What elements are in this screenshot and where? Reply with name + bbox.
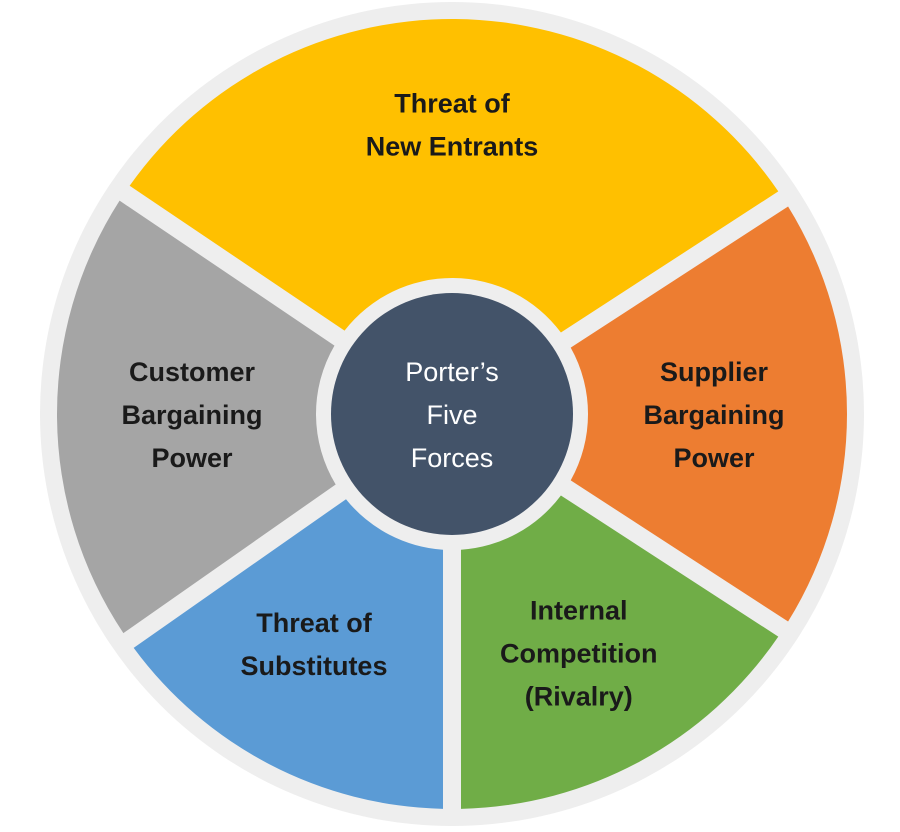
segment-new-entrants <box>129 19 779 333</box>
label-substitutes: Threat of Substitutes <box>240 608 387 681</box>
segment-supplier-power <box>570 206 848 622</box>
center-label-line: Porter’s <box>405 357 499 387</box>
label-supplier-power-line: Bargaining <box>643 400 784 430</box>
center-label-line: Five <box>426 400 477 430</box>
label-customer-power-line: Bargaining <box>121 400 262 430</box>
segment-customer-power <box>57 200 336 634</box>
segment-substitutes <box>133 499 444 809</box>
label-internal-competition-line: Internal <box>530 595 628 625</box>
label-supplier-power-line: Supplier <box>660 357 769 387</box>
center-label-line: Forces <box>411 443 494 473</box>
label-customer-power-line: Customer <box>129 357 256 387</box>
label-new-entrants: Threat of New Entrants <box>366 89 539 162</box>
label-substitutes-line: Threat of <box>256 608 373 638</box>
label-customer-power-line: Power <box>151 443 233 473</box>
label-supplier-power-line: Power <box>673 443 755 473</box>
label-internal-competition-line: (Rivalry) <box>525 681 633 711</box>
label-internal-competition-line: Competition <box>500 638 657 668</box>
center-circle <box>331 293 573 535</box>
segment-internal-competition <box>460 495 779 809</box>
force-segments <box>57 19 848 809</box>
label-new-entrants-line: New Entrants <box>366 132 539 162</box>
label-new-entrants-line: Threat of <box>394 89 511 119</box>
label-substitutes-line: Substitutes <box>240 651 387 681</box>
